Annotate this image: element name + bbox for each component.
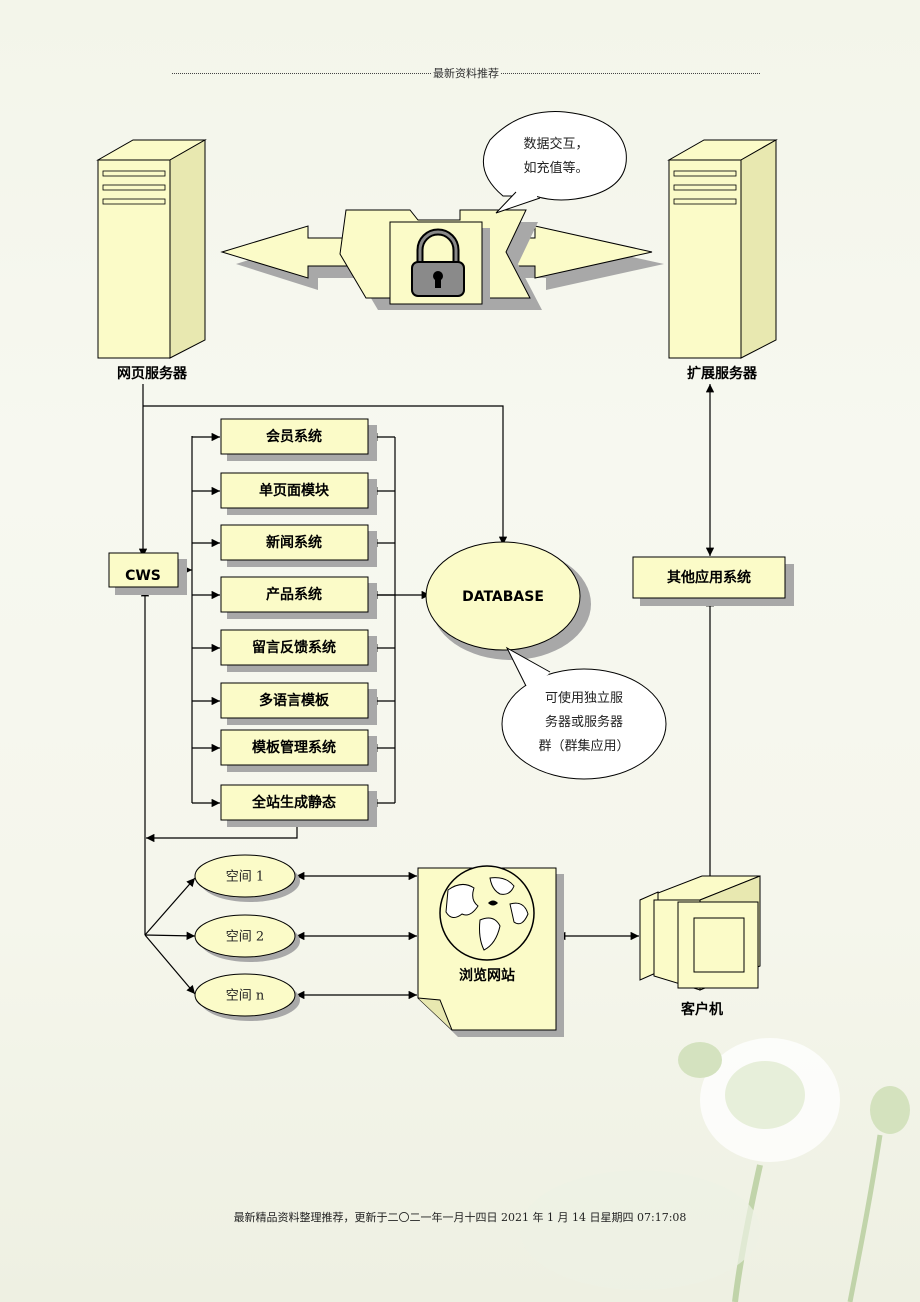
connector-lines: [138, 384, 715, 1000]
module-box: 单页面模块: [220, 472, 377, 515]
other-system-box: [632, 556, 794, 606]
space-list: 空间 1 空间 2 空间 n: [194, 854, 300, 1021]
cws-box: [108, 552, 187, 595]
module-box: 产品系统: [220, 576, 377, 619]
database-ellipse: [425, 541, 591, 660]
module-box: 会员系统: [220, 418, 377, 461]
module-label: 会员系统: [266, 428, 322, 445]
module-label: 产品系统: [266, 586, 322, 603]
module-label: 留言反馈系统: [252, 639, 336, 656]
module-label: 单页面模块: [259, 482, 330, 499]
space-node: 空间 1: [194, 854, 300, 902]
other-system-label: 其他应用系统: [667, 569, 751, 586]
database-callout: [501, 646, 667, 780]
space-node: 空间 2: [194, 914, 300, 962]
ext-server-icon: [667, 139, 778, 359]
database-label: DATABASE: [462, 589, 544, 605]
ext-server-label: 扩展服务器: [687, 365, 758, 382]
cws-label: CWS: [125, 568, 161, 584]
client-label: 客户机: [680, 1001, 723, 1018]
module-label: 新闻系统: [266, 534, 322, 551]
globe-icon: [439, 865, 535, 961]
lock-icon: [411, 228, 465, 297]
module-box: 全站生成静态: [220, 784, 377, 827]
header-dots-right: [501, 72, 760, 74]
module-label: 模板管理系统: [252, 739, 336, 756]
exchange-callout: [482, 111, 627, 214]
module-box: 多语言模板: [220, 682, 377, 725]
module-box: 新闻系统: [220, 524, 377, 567]
web-server-icon: [96, 139, 207, 359]
client-computer-icon: [639, 875, 761, 991]
exchange-callout-line2: 如充值等。: [523, 160, 588, 176]
exchange-callout-line1: 数据交互，: [523, 136, 588, 152]
module-label: 多语言模板: [259, 692, 330, 709]
space-label: 空间 1: [226, 870, 264, 885]
web-server-label: 网页服务器: [117, 365, 188, 382]
header-title: 最新资料推荐: [433, 67, 499, 80]
flower-decoration: [520, 1038, 910, 1302]
db-callout-line3: 群（群集应用）: [538, 738, 629, 754]
header-dots-left: [172, 72, 431, 74]
db-callout-line1: 可使用独立服: [545, 690, 623, 706]
space-node: 空间 n: [194, 973, 300, 1021]
module-box: 模板管理系统: [220, 729, 377, 772]
db-callout-line2: 务器或服务器: [545, 714, 623, 730]
module-box: 留言反馈系统: [220, 629, 377, 672]
page-header: 最新资料推荐: [170, 64, 762, 82]
module-label: 全站生成静态: [251, 794, 336, 811]
lock-connector: [339, 209, 542, 310]
space-label: 空间 n: [226, 989, 265, 1004]
browse-site-label: 浏览网站: [459, 967, 515, 984]
space-label: 空间 2: [226, 930, 264, 945]
page-footer: 最新精品资料整理推荐，更新于二〇二一年一月十四日 2021 年 1 月 14 日…: [233, 1211, 687, 1224]
